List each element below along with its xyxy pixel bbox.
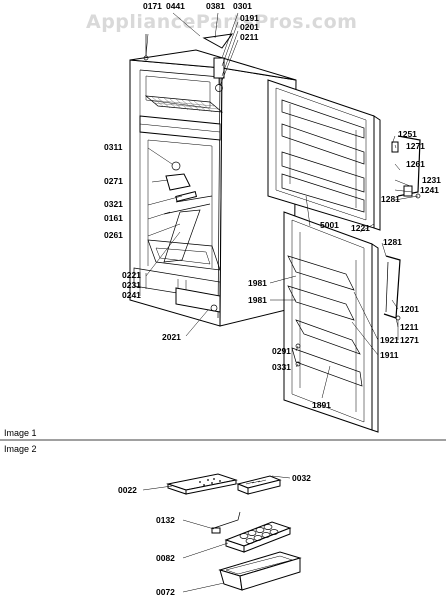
ice-storage-bin bbox=[218, 551, 302, 591]
callout-1271-top: 1271 bbox=[406, 141, 425, 151]
refrigerator-cabinet bbox=[129, 49, 297, 327]
freezer-door bbox=[267, 79, 381, 231]
callout-0381: 0381 bbox=[206, 1, 225, 11]
callout-0291: 0291 bbox=[272, 346, 291, 356]
callout-1281-top: 1281 bbox=[381, 194, 400, 204]
callout-1281-bottom: 1281 bbox=[383, 237, 402, 247]
callout-1891: 1891 bbox=[312, 400, 331, 410]
callout-0241: 0241 bbox=[122, 290, 141, 300]
ice-cube-tray bbox=[166, 473, 238, 495]
fresh-food-door-handle bbox=[383, 255, 401, 321]
callout-0221: 0221 bbox=[122, 270, 141, 280]
callout-0022: 0022 bbox=[118, 485, 137, 495]
callout-1211: 1211 bbox=[400, 322, 419, 332]
callout-0082: 0082 bbox=[156, 553, 175, 563]
image2-label: Image 2 bbox=[4, 444, 37, 454]
callout-1911: 1911 bbox=[380, 350, 399, 360]
callout-5001: 5001 bbox=[320, 220, 339, 230]
callout-1261: 1261 bbox=[406, 159, 425, 169]
callout-0132: 0132 bbox=[156, 515, 175, 525]
callout-0072: 0072 bbox=[156, 587, 175, 597]
callout-0231: 0231 bbox=[122, 280, 141, 290]
callout-0441: 0441 bbox=[166, 1, 185, 11]
callout-1231: 1231 bbox=[422, 175, 441, 185]
callout-2021: 2021 bbox=[162, 332, 181, 342]
callout-0191: 0191 bbox=[240, 13, 259, 23]
callout-0321: 0321 bbox=[104, 199, 123, 209]
callout-1251: 1251 bbox=[398, 129, 417, 139]
callout-1921: 1921 bbox=[380, 335, 399, 345]
callout-0161: 0161 bbox=[104, 213, 123, 223]
callout-1981-lower: 1981 bbox=[248, 295, 267, 305]
callout-0311: 0311 bbox=[104, 142, 123, 152]
callout-0331: 0331 bbox=[272, 362, 291, 372]
callout-0261: 0261 bbox=[104, 230, 123, 240]
callout-0201: 0201 bbox=[240, 22, 259, 32]
callout-1271-bottom: 1271 bbox=[400, 335, 419, 345]
watermark-text: AppliancePartsPros.com bbox=[86, 11, 357, 33]
image2-callouts: 0022 0032 0132 0082 0072 bbox=[118, 473, 311, 597]
center-hinge-parts bbox=[163, 161, 213, 263]
ice-maker-assembly bbox=[211, 511, 292, 553]
callout-0271: 0271 bbox=[104, 176, 123, 186]
fresh-food-door bbox=[283, 211, 379, 433]
image2-leader-lines bbox=[142, 475, 291, 593]
callout-0171: 0171 bbox=[143, 1, 162, 11]
image1-label: Image 1 bbox=[4, 428, 37, 438]
callout-1221: 1221 bbox=[351, 223, 370, 233]
image1-callouts: 0171 0441 0381 0301 0191 0201 0211 0311 … bbox=[104, 1, 441, 410]
callout-1981-upper: 1981 bbox=[248, 278, 267, 288]
image1-leader-lines bbox=[145, 12, 419, 399]
ice-tray-small bbox=[236, 475, 282, 495]
door-stop-hardware bbox=[295, 343, 301, 367]
callout-1201: 1201 bbox=[400, 304, 419, 314]
callout-0301: 0301 bbox=[233, 1, 252, 11]
callout-0211: 0211 bbox=[240, 32, 259, 42]
callout-0032: 0032 bbox=[292, 473, 311, 483]
callout-1241: 1241 bbox=[420, 185, 439, 195]
